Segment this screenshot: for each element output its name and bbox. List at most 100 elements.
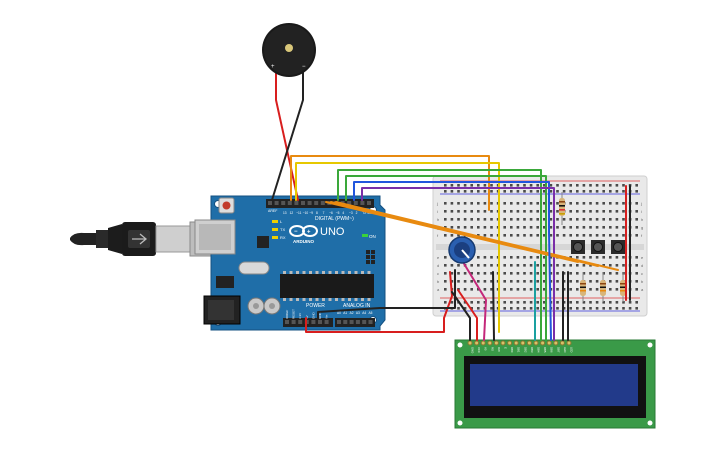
breadboard-hole[interactable] (562, 288, 566, 291)
breadboard-hole[interactable] (483, 234, 487, 237)
breadboard-hole[interactable] (457, 234, 460, 237)
breadboard-hole[interactable] (576, 264, 579, 267)
breadboard-hole[interactable] (470, 184, 473, 187)
breadboard-hole[interactable] (589, 301, 592, 304)
breadboard-hole[interactable] (615, 272, 619, 275)
digital-pin-hole[interactable] (367, 201, 371, 205)
breadboard-hole[interactable] (463, 301, 467, 304)
breadboard-hole[interactable] (549, 226, 553, 229)
breadboard-hole[interactable] (595, 226, 599, 229)
breadboard-hole[interactable] (582, 190, 586, 193)
breadboard-hole[interactable] (444, 280, 447, 283)
breadboard-hole[interactable] (503, 264, 506, 267)
breadboard-hole[interactable] (529, 210, 533, 213)
breadboard-hole[interactable] (523, 184, 526, 187)
breadboard-hole[interactable] (576, 210, 579, 213)
breadboard-hole[interactable] (635, 234, 638, 237)
breadboard-hole[interactable] (595, 272, 599, 275)
lcd-pin[interactable] (507, 340, 513, 346)
breadboard-hole[interactable] (556, 264, 559, 267)
breadboard-hole[interactable] (602, 307, 605, 310)
breadboard-hole[interactable] (635, 190, 638, 193)
breadboard-hole[interactable] (635, 264, 638, 267)
breadboard-hole[interactable] (457, 218, 460, 221)
breadboard-hole[interactable] (483, 210, 487, 213)
breadboard-hole[interactable] (589, 190, 592, 193)
breadboard-hole[interactable] (569, 210, 572, 213)
breadboard-hole[interactable] (556, 280, 559, 283)
breadboard-hole[interactable] (609, 234, 612, 237)
breadboard-hole[interactable] (582, 264, 586, 267)
breadboard-hole[interactable] (503, 307, 506, 310)
digital-pin-hole[interactable] (314, 201, 319, 205)
breadboard-hole[interactable] (516, 184, 520, 187)
breadboard-hole[interactable] (490, 307, 493, 310)
power-pin-hole[interactable] (285, 320, 289, 324)
breadboard-hole[interactable] (536, 272, 539, 275)
breadboard-hole[interactable] (483, 264, 487, 267)
breadboard-hole[interactable] (463, 218, 467, 221)
breadboard-hole[interactable] (450, 264, 454, 267)
breadboard-hole[interactable] (549, 202, 553, 205)
lcd-pin[interactable] (559, 340, 565, 346)
breadboard-hole[interactable] (622, 184, 625, 187)
breadboard-hole[interactable] (582, 256, 586, 259)
breadboard-hole[interactable] (470, 272, 473, 275)
analog-pin-hole[interactable] (355, 320, 360, 324)
breadboard-hole[interactable] (490, 202, 493, 205)
breadboard-hole[interactable] (470, 288, 473, 291)
breadboard-hole[interactable] (529, 280, 533, 283)
breadboard-hole[interactable] (556, 190, 559, 193)
breadboard-hole[interactable] (477, 264, 480, 267)
breadboard-hole[interactable] (628, 301, 632, 304)
breadboard-hole[interactable] (529, 190, 533, 193)
breadboard-hole[interactable] (463, 272, 467, 275)
breadboard-hole[interactable] (510, 307, 513, 310)
breadboard-hole[interactable] (602, 202, 605, 205)
breadboard-hole[interactable] (635, 218, 638, 221)
breadboard-hole[interactable] (562, 184, 566, 187)
breadboard-hole[interactable] (556, 210, 559, 213)
breadboard-hole[interactable] (576, 226, 579, 229)
breadboard-hole[interactable] (490, 280, 493, 283)
breadboard-hole[interactable] (529, 184, 533, 187)
breadboard-hole[interactable] (529, 256, 533, 259)
breadboard-hole[interactable] (635, 307, 638, 310)
breadboard-hole[interactable] (589, 184, 592, 187)
breadboard-hole[interactable] (615, 210, 619, 213)
digital-pin-hole[interactable] (281, 201, 286, 205)
breadboard-hole[interactable] (635, 226, 638, 229)
breadboard-hole[interactable] (576, 234, 579, 237)
breadboard-hole[interactable] (490, 234, 493, 237)
breadboard-hole[interactable] (615, 256, 619, 259)
breadboard-hole[interactable] (556, 184, 559, 187)
breadboard-hole[interactable] (483, 272, 487, 275)
breadboard-hole[interactable] (543, 190, 546, 193)
breadboard-hole[interactable] (490, 210, 493, 213)
breadboard-hole[interactable] (556, 301, 559, 304)
breadboard-hole[interactable] (503, 184, 506, 187)
breadboard-hole[interactable] (516, 234, 520, 237)
breadboard-hole[interactable] (615, 202, 619, 205)
breadboard-hole[interactable] (516, 226, 520, 229)
breadboard-hole[interactable] (635, 272, 638, 275)
breadboard-hole[interactable] (450, 210, 454, 213)
breadboard-hole[interactable] (477, 280, 480, 283)
breadboard-hole[interactable] (457, 190, 460, 193)
breadboard-hole[interactable] (549, 234, 553, 237)
breadboard-hole[interactable] (470, 190, 473, 193)
lcd-pin[interactable] (474, 340, 480, 346)
breadboard-hole[interactable] (556, 288, 559, 291)
piezo-buzzer-icon[interactable]: + − (262, 23, 316, 77)
power-pin-hole[interactable] (311, 320, 316, 324)
breadboard-hole[interactable] (569, 288, 572, 291)
breadboard-hole[interactable] (622, 256, 625, 259)
breadboard-hole[interactable] (477, 307, 480, 310)
lcd-pin[interactable] (500, 340, 506, 346)
digital-pin-hole[interactable] (294, 201, 299, 205)
breadboard-hole[interactable] (470, 210, 473, 213)
breadboard-hole[interactable] (562, 234, 566, 237)
breadboard-hole[interactable] (589, 226, 592, 229)
breadboard-hole[interactable] (569, 202, 572, 205)
breadboard-hole[interactable] (609, 190, 612, 193)
